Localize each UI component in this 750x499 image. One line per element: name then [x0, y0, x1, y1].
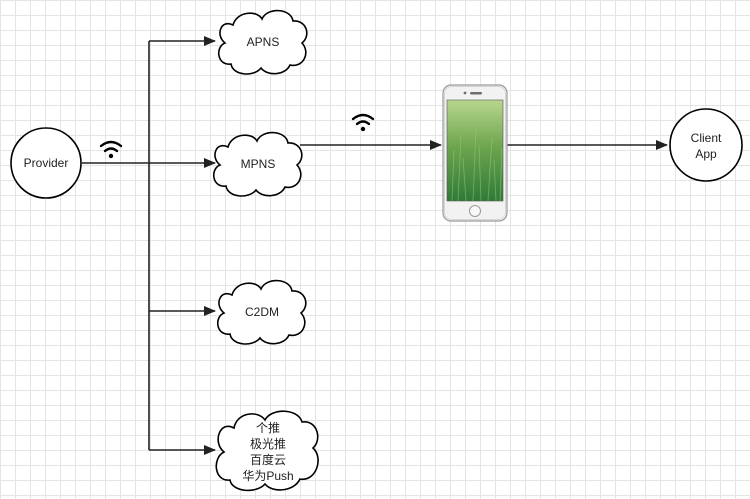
provider-node[interactable]: Provider [11, 128, 81, 198]
apns-cloud[interactable]: APNS [219, 11, 307, 74]
apns-label: APNS [247, 35, 280, 49]
wifi-icon [101, 142, 121, 158]
connectors [82, 41, 667, 450]
wifi-icon [353, 115, 373, 131]
c2dm-cloud[interactable]: C2DM [218, 281, 306, 344]
phone-speaker [470, 92, 482, 95]
china-service-baidu-cloud: 百度云 [250, 452, 286, 467]
phone-camera [464, 92, 467, 95]
smartphone-icon[interactable] [443, 85, 507, 221]
client-app-label-line2: App [695, 147, 717, 161]
china-service-jpush: 极光推 [250, 437, 286, 451]
client-app-node[interactable]: Client App [670, 109, 742, 181]
mpns-cloud[interactable]: MPNS [214, 133, 302, 196]
phone-home-button[interactable] [470, 206, 481, 217]
provider-label: Provider [24, 156, 69, 170]
client-app-label-line1: Client [691, 131, 722, 145]
china-service-geitui: 个推 [256, 421, 280, 435]
c2dm-label: C2DM [245, 305, 279, 319]
mpns-label: MPNS [241, 157, 276, 171]
china-push-services-cloud[interactable]: 个推 极光推 百度云 华为Push [216, 411, 318, 490]
china-service-huawei-push: 华为Push [242, 469, 293, 483]
